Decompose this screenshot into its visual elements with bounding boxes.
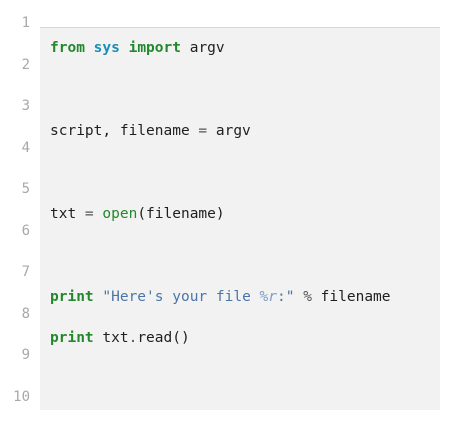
code-text: read() <box>137 330 190 346</box>
code-text: (filename) <box>137 206 225 222</box>
code-text: script, filename <box>50 123 199 139</box>
code-text: txt <box>102 330 129 346</box>
code-text: argv <box>207 123 251 139</box>
code-panel <box>40 27 440 410</box>
code-space <box>85 40 94 56</box>
code-text: filename <box>311 289 391 305</box>
assign-operator: = <box>84 206 94 222</box>
builtin-open: open <box>102 206 138 222</box>
line-number-9: 9 <box>21 347 30 363</box>
line-number-10: 10 <box>13 389 30 405</box>
string-literal: "Here's your file <box>102 289 260 305</box>
line-number-1: 1 <box>21 15 30 31</box>
line-number-2: 2 <box>21 57 30 73</box>
code-space <box>294 289 303 305</box>
assign-operator: = <box>198 123 208 139</box>
dot-operator: . <box>128 330 138 346</box>
line-number-7: 7 <box>21 264 30 280</box>
line-number-8: 8 <box>21 306 30 322</box>
keyword-print: print <box>50 330 94 346</box>
line-number-5: 5 <box>21 181 30 197</box>
code-line-unpack: script, filename = argv <box>50 121 251 141</box>
keyword-from: from <box>50 40 85 56</box>
format-specifier: %r <box>259 289 277 305</box>
code-text: txt <box>50 206 85 222</box>
string-literal-end: :" <box>277 289 295 305</box>
code-space <box>120 40 129 56</box>
code-text: argv <box>180 40 225 56</box>
code-line-print-read: print txt.read() <box>50 328 190 348</box>
module-name: sys <box>93 40 120 56</box>
line-number-3: 3 <box>21 98 30 114</box>
keyword-import: import <box>128 40 181 56</box>
format-operator: % <box>303 289 312 305</box>
code-line-import: from sys import argv <box>50 38 225 58</box>
keyword-print: print <box>50 289 94 305</box>
line-number-6: 6 <box>21 223 30 239</box>
line-number-4: 4 <box>21 140 30 156</box>
code-line-print-format: print "Here's your file %r:" % filename <box>50 287 391 307</box>
code-line-open: txt = open(filename) <box>50 204 225 224</box>
